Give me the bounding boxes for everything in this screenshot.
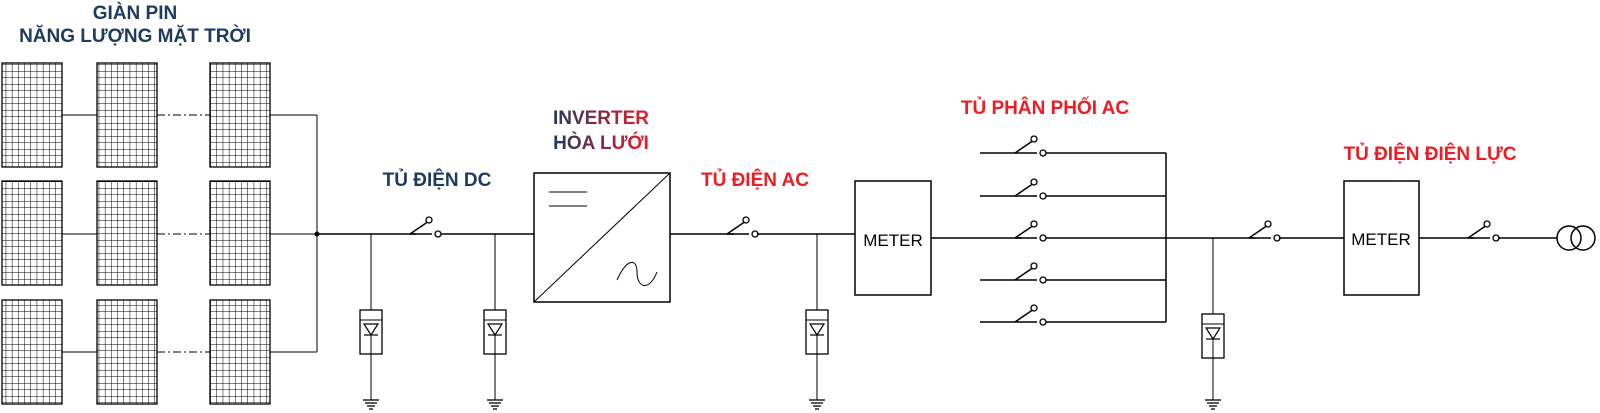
- utility-cabinet-label: TỦ ĐIỆN ĐIỆN LỰC: [1343, 143, 1516, 165]
- distribution-switch: [1014, 304, 1047, 326]
- distribution-switch: [1014, 135, 1047, 157]
- inverter-label-line1: INVERTER: [553, 108, 649, 129]
- solar-panel-array: [1, 62, 320, 405]
- dc-cabinet-label: TỦ ĐIỆN DC: [383, 169, 492, 191]
- distribution-switch: [1014, 262, 1047, 284]
- solar-panel: [209, 299, 271, 405]
- solar-panel: [1, 62, 63, 168]
- ac-cabinet-label: TỦ ĐIỆN AC: [701, 169, 809, 191]
- panel-title-line2: NĂNG LƯỢNG MẶT TRỜI: [19, 25, 251, 47]
- ac-sine-icon: [616, 262, 658, 286]
- distribution-switch: [1014, 220, 1047, 242]
- utility-surge-arrester: [1201, 238, 1225, 410]
- meter-2-label: METER: [1351, 230, 1411, 249]
- utility-switch: [1248, 220, 1281, 242]
- ac-distribution-switches: [980, 135, 1167, 326]
- panel-title-line1: GIÀN PIN: [93, 2, 177, 24]
- meter-1: METER: [854, 180, 932, 296]
- solar-panel: [1, 180, 63, 286]
- solar-panel-row-3: [1, 299, 317, 405]
- transformer-icon: [1556, 225, 1596, 251]
- inverter-box: [533, 172, 671, 303]
- dc-surge-arrester-2: [483, 234, 507, 410]
- dc-surge-arrester-1: [359, 234, 383, 410]
- solar-panel-row-1: [1, 62, 317, 168]
- dc-switch: [409, 216, 442, 238]
- meter-2: METER: [1343, 180, 1420, 296]
- ac-switch: [726, 216, 759, 238]
- inverter-label-line2: HÒA LƯỚI: [553, 132, 649, 154]
- ac-distribution-label: TỦ PHÂN PHỐI AC: [961, 97, 1129, 119]
- solar-panel: [209, 62, 271, 168]
- distribution-switch: [1014, 178, 1047, 200]
- solar-panel: [96, 180, 158, 286]
- ac-surge-arrester: [805, 234, 829, 410]
- grid-switch: [1467, 220, 1500, 242]
- solar-panel: [96, 299, 158, 405]
- solar-panel: [96, 62, 158, 168]
- solar-panel: [1, 299, 63, 405]
- solar-panel-row-2: [1, 180, 317, 286]
- solar-panel: [209, 180, 271, 286]
- meter-1-label: METER: [863, 231, 923, 250]
